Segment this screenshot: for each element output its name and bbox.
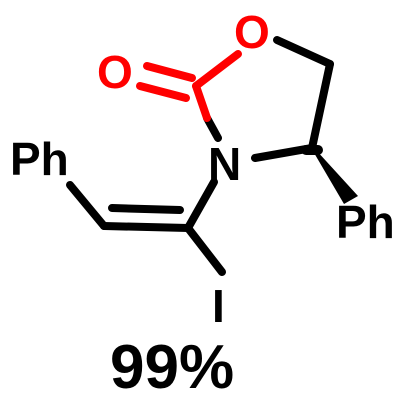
n-c2-bond-red bbox=[192, 82, 211, 122]
ch-ph-bond bbox=[66, 181, 108, 230]
carbonyl-bond-2 bbox=[136, 82, 190, 102]
c2-o1-bond bbox=[192, 50, 242, 90]
c-i-bond bbox=[184, 224, 226, 276]
phenyl-left-label: Ph bbox=[10, 133, 69, 185]
carbonyl-oxygen-label: O bbox=[97, 46, 133, 98]
c5-c4-bond bbox=[308, 60, 334, 152]
phenyl-right-label: Ph bbox=[336, 196, 395, 248]
ring-oxygen-label: O bbox=[234, 6, 270, 58]
iodine-label: I bbox=[212, 280, 225, 332]
n-vinyl-bond bbox=[184, 178, 218, 232]
vinyl-double-bond-2 bbox=[108, 204, 184, 214]
nitrogen-label: N bbox=[208, 138, 241, 190]
o1-c5-bond bbox=[273, 36, 334, 68]
carbonyl-bond-1 bbox=[143, 62, 196, 82]
yield-label: 99% bbox=[110, 333, 234, 394]
wedge-bond bbox=[310, 146, 358, 204]
vinyl-double-bond-1 bbox=[100, 222, 192, 232]
